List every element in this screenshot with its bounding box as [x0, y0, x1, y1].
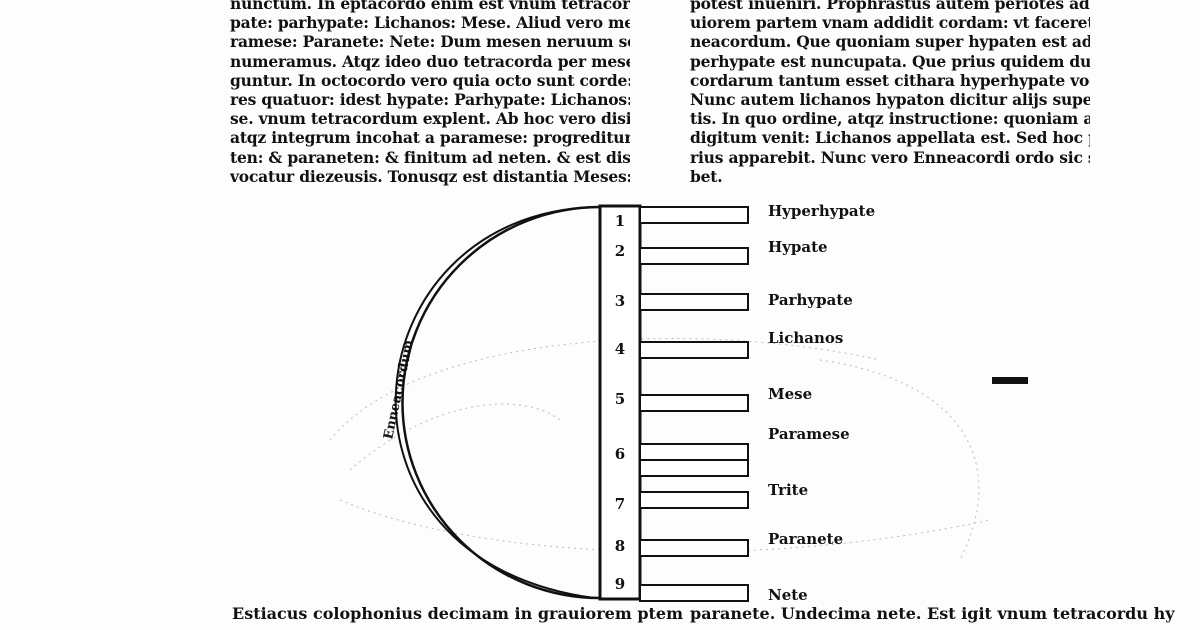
strings-layer: 1 Hyperhypate 2 Hypate 3 Parhypate 4 Lichanos 5 M…: [615, 202, 875, 604]
text-line: neacordum. Que quoniam super hypaten est…: [690, 32, 1090, 52]
text-line: potest inueniri. Prophrastus autem perio…: [690, 0, 1090, 13]
string-bar: [639, 394, 749, 412]
text-line: digitum venit: Lichanos appellata est. S…: [690, 128, 1090, 148]
string-number: 5: [615, 390, 625, 408]
left-text-column: nunctum. In eptacordo enim est vnum tetr…: [230, 0, 630, 186]
text-line: vocatur diezeusis. Tonusqz est distantia…: [230, 166, 630, 186]
show-through-marks: [329, 338, 991, 561]
text-line: rius apparebit. Nunc vero Enneacordi ord…: [690, 147, 1090, 167]
string-bar: [639, 206, 749, 224]
text-line: nunctum. In eptacordo enim est vnum tetr…: [230, 0, 630, 13]
string-name-label: Parhypate: [768, 291, 853, 309]
text-line: tis. In quo ordine, atqz instructione: q…: [690, 109, 1090, 129]
ink-blot: [992, 377, 1028, 384]
string-name-label: Paranete: [768, 530, 843, 548]
text-line: uiorem partem vnam addidit cordam: vt fa…: [690, 13, 1090, 33]
text-line: guntur. In octocordo vero quia octo sunt…: [230, 70, 630, 90]
string-bar: [639, 459, 749, 477]
string-number: 4: [615, 340, 625, 358]
string-name-label: Hyperhypate: [768, 202, 875, 220]
text-line: se. vnum tetracordum explent. Ab hoc ver…: [230, 109, 630, 129]
string-name-label: Mese: [768, 385, 812, 403]
string-name-label: Nete: [768, 586, 808, 604]
string-number: 7: [615, 495, 625, 513]
bottom-left-text: Estiacus colophonius decimam in grauiore…: [232, 604, 683, 623]
string-bar: [639, 539, 749, 557]
string-bar: [639, 584, 749, 602]
string-bar: [639, 443, 749, 461]
string-bar: [639, 341, 749, 359]
arc-label: Enneacordum: [381, 338, 417, 440]
text-line: ten: & paraneten: & finitum ad neten. & …: [230, 147, 630, 167]
text-line: cordarum tantum esset cithara hyperhypat…: [690, 70, 1090, 90]
text-line: numeramus. Atqz ideo duo tetracorda per …: [230, 51, 630, 71]
text-line: res quatuor: idest hypate: Parhypate: Li…: [230, 90, 630, 110]
string-number: 3: [615, 292, 625, 310]
text-line: ramese: Paranete: Nete: Dum mesen neruum…: [230, 32, 630, 52]
string-number: 2: [615, 242, 625, 260]
bottom-right-text: paranete. Undecima nete. Est igit vnum t…: [690, 604, 1175, 623]
string-number: 1: [615, 212, 625, 230]
text-line: pate: parhypate: Lichanos: Mese. Aliud v…: [230, 13, 630, 33]
string-bar: [639, 293, 749, 311]
string-number: 6: [615, 445, 625, 463]
right-text-column: potest inueniri. Prophrastus autem perio…: [690, 0, 1090, 186]
outer-arc: [401, 205, 601, 600]
string-bar: [639, 491, 749, 509]
text-line: atqz integrum incohat a paramese: progre…: [230, 128, 630, 148]
string-number: 9: [615, 575, 625, 593]
text-line: bet.: [690, 166, 723, 186]
text-line: perhypate est nuncupata. Que prius quide…: [690, 51, 1090, 71]
inner-arc: [394, 206, 595, 599]
string-name-label: Lichanos: [768, 329, 843, 347]
string-name-label: Hypate: [768, 238, 828, 256]
text-line: Nunc autem lichanos hypaton dicitur alij…: [690, 90, 1090, 110]
string-bar: [639, 247, 749, 265]
string-name-label: Trite: [768, 481, 808, 499]
string-name-label: Paramese: [768, 425, 850, 443]
string-number: 8: [615, 537, 625, 555]
